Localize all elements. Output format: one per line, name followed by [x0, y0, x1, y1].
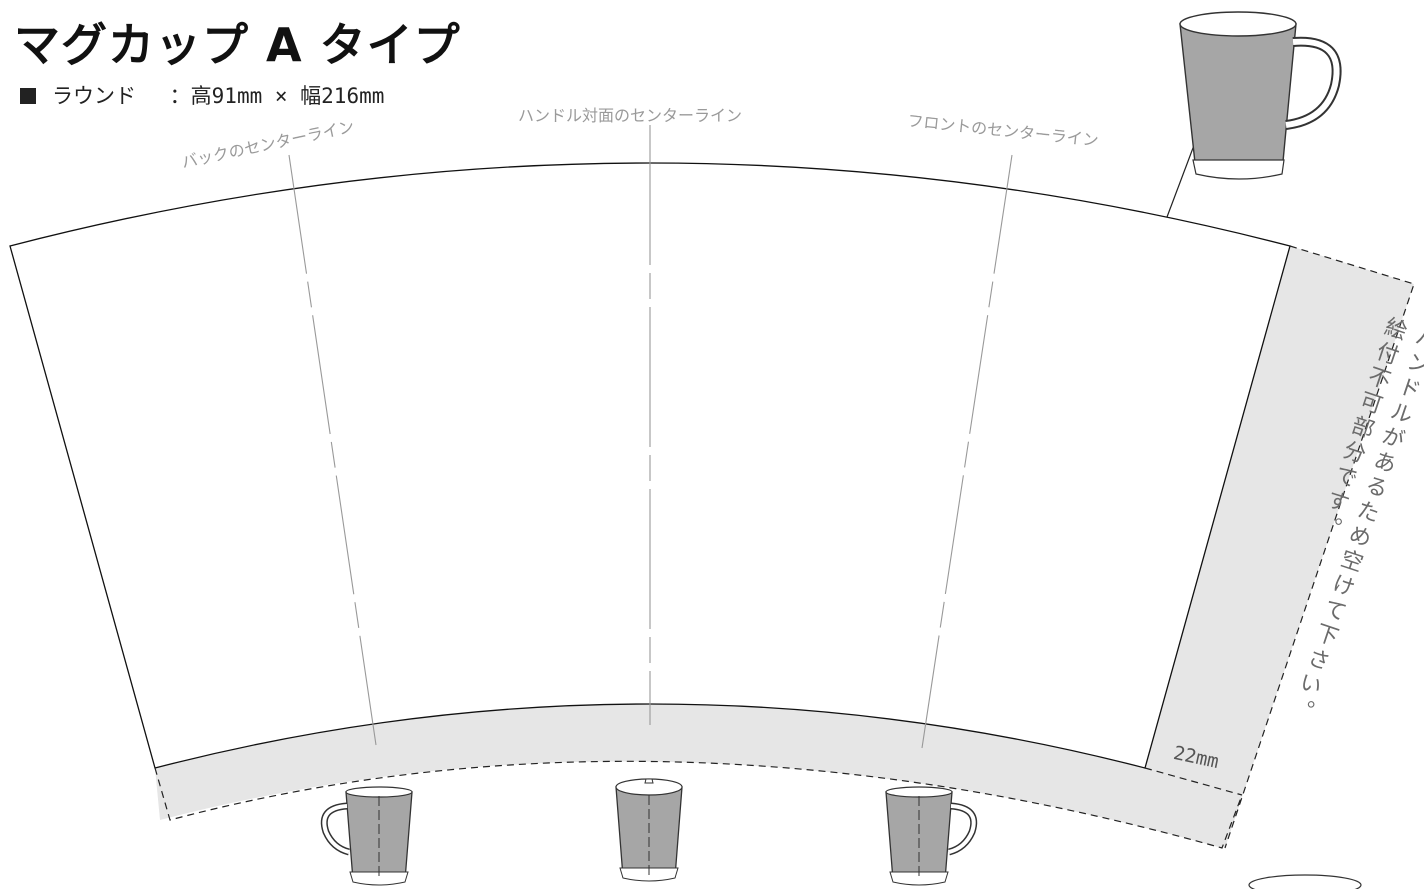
- bleed-outline: [154, 760, 1243, 849]
- front-centerline-label: フロントのセンターライン: [907, 111, 1100, 150]
- handle-margin-area: [1145, 246, 1414, 848]
- center-lines: [288, 125, 1013, 749]
- size-spec: ラウンド ：高91mm × 幅216mm: [20, 86, 384, 107]
- spec-separator: ：: [169, 84, 191, 108]
- page-title: マグカップ A タイプ: [14, 18, 461, 72]
- back-centerline: [288, 154, 377, 746]
- mug-front-handle-opposite-icon: [615, 778, 683, 882]
- handle-margin-outline: [1144, 245, 1415, 849]
- back-centerline-label: バックのセンターライン: [180, 117, 356, 172]
- square-bullet-icon: [20, 88, 36, 104]
- spec-dimensions: 高91mm × 幅216mm: [190, 84, 385, 108]
- mug-front-icon: [885, 786, 978, 886]
- handle-pointer-line: [1166, 139, 1197, 218]
- spec-label: ラウンド: [52, 84, 136, 108]
- mug-handle-right-icon: [1179, 11, 1342, 180]
- bottom-bleed-area: [155, 704, 1242, 848]
- front-centerline: [921, 154, 1013, 749]
- mug-back-icon: [320, 786, 413, 886]
- next-template-edge: [1248, 874, 1362, 889]
- handle-opposite-centerline-label: ハンドル対面のセンターライン: [518, 106, 742, 125]
